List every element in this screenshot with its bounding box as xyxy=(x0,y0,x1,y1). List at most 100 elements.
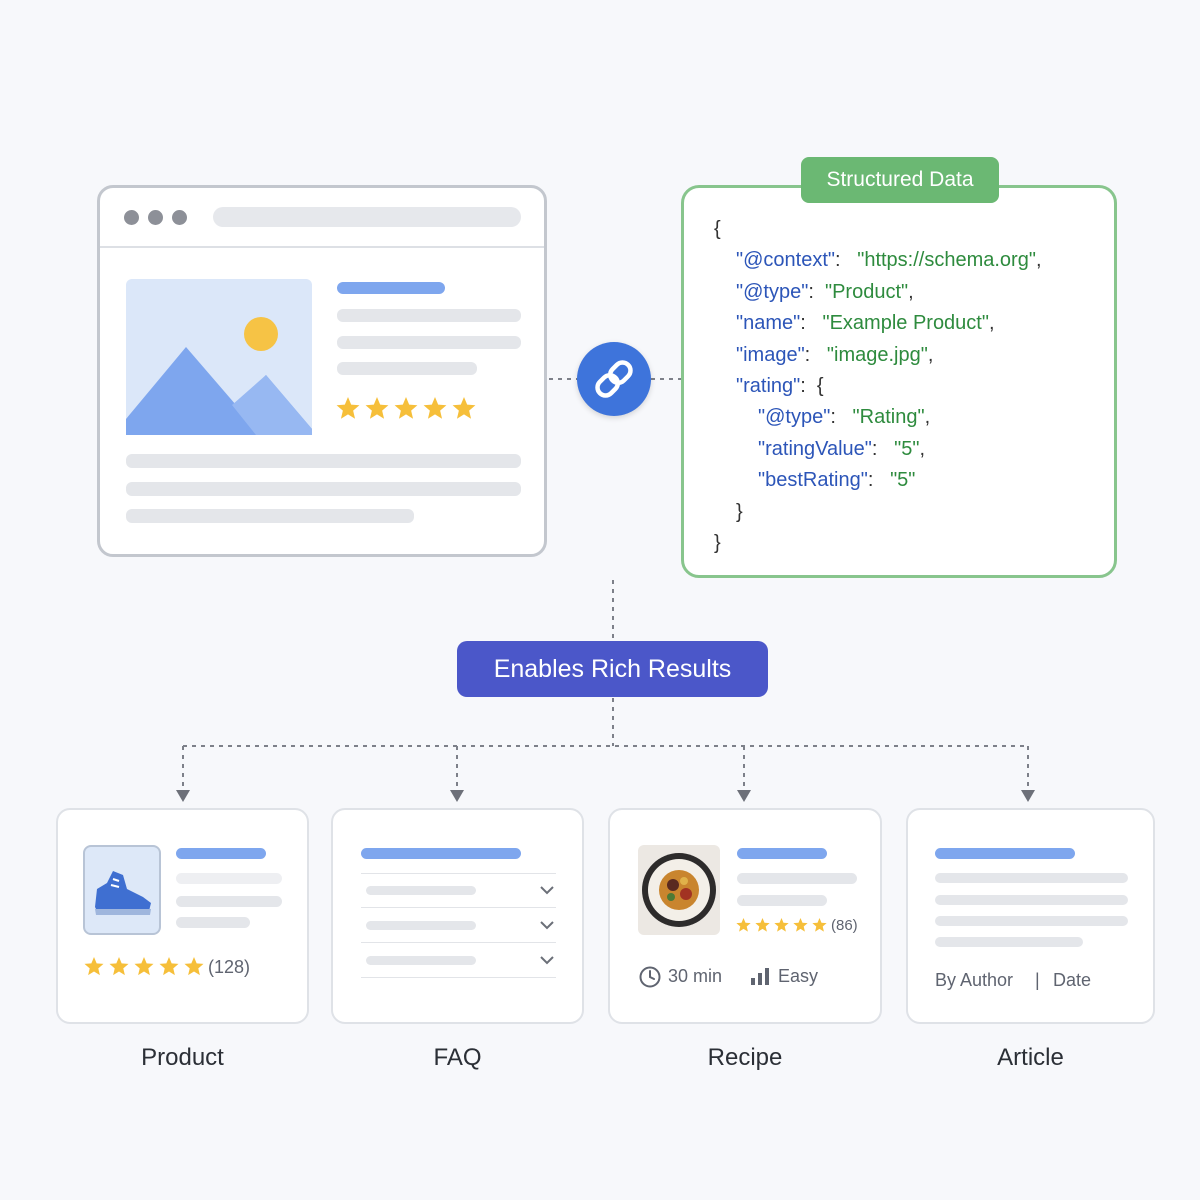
star-icon xyxy=(812,918,827,932)
code-punct: { xyxy=(714,218,721,240)
code-value: "Example Product" xyxy=(822,312,989,335)
chevron-down-icon[interactable] xyxy=(539,884,555,896)
code-key: "rating" xyxy=(736,375,801,397)
code-key: "@type" xyxy=(758,406,831,429)
text-line xyxy=(126,509,414,523)
card-label-article: Article xyxy=(997,1044,1064,1071)
star-rating xyxy=(736,918,827,932)
text-line xyxy=(337,336,521,349)
code-value: "Rating" xyxy=(852,406,925,429)
webpage-mockup xyxy=(97,185,547,557)
title-line xyxy=(337,282,445,294)
product-result-card[interactable]: (128) xyxy=(56,808,309,1024)
star-rating xyxy=(336,397,476,419)
sneaker-icon xyxy=(83,845,161,935)
code-line: } xyxy=(736,501,743,524)
text-line xyxy=(126,454,521,468)
code-punct: : xyxy=(834,249,858,272)
divider xyxy=(361,873,556,874)
arrow-article xyxy=(1021,790,1035,802)
star-icon xyxy=(394,397,418,419)
structured-data-card: {"@context": "https://schema.org","@type… xyxy=(681,185,1117,578)
text-line xyxy=(176,873,282,884)
title-line xyxy=(176,848,266,859)
difficulty-bars-icon xyxy=(751,968,769,985)
chevron-down-icon[interactable] xyxy=(539,954,555,966)
star-icon xyxy=(755,918,770,932)
code-punct: , xyxy=(924,406,931,429)
recipe-result-card[interactable]: (86) 30 min Easy xyxy=(608,808,882,1024)
link-button xyxy=(577,342,651,416)
code-line: "ratingValue": "5", xyxy=(758,438,925,461)
star-icon xyxy=(793,918,808,932)
structured-data-badge: Structured Data xyxy=(801,157,999,203)
image-placeholder-icon xyxy=(126,279,312,435)
rating-count: (86) xyxy=(831,917,858,934)
link-icon xyxy=(595,360,633,398)
clock-icon xyxy=(639,966,661,988)
code-key: "bestRating" xyxy=(758,469,868,492)
code-line: "bestRating": "5" xyxy=(758,469,915,492)
code-line: "name": "Example Product", xyxy=(736,312,995,335)
title-line xyxy=(737,848,827,859)
code-line: "image": "image.jpg", xyxy=(736,344,933,367)
card-label-faq: FAQ xyxy=(433,1044,482,1071)
divider xyxy=(361,907,556,908)
card-label-recipe: Recipe xyxy=(707,1044,783,1071)
rating-count: (128) xyxy=(208,957,251,977)
article-result-card[interactable]: By Author | Date xyxy=(906,808,1155,1024)
food-image-icon xyxy=(638,845,720,935)
star-icon xyxy=(452,397,476,419)
enables-rich-results-button[interactable]: Enables Rich Results xyxy=(457,641,768,697)
title-line xyxy=(935,848,1075,859)
star-icon xyxy=(423,397,447,419)
code-punct: : xyxy=(867,469,891,492)
recipe-difficulty: Easy xyxy=(778,966,819,986)
code-punct: } xyxy=(736,500,743,523)
star-icon xyxy=(736,918,751,932)
divider xyxy=(361,977,556,978)
title-line xyxy=(361,848,521,859)
star-rating xyxy=(84,957,204,976)
article-separator: | xyxy=(1035,970,1040,990)
address-bar xyxy=(213,207,521,227)
text-line xyxy=(176,917,250,928)
text-line xyxy=(337,362,477,375)
recipe-time: 30 min xyxy=(668,966,723,986)
text-line xyxy=(337,309,521,322)
code-key: "@type" xyxy=(736,280,809,303)
star-icon xyxy=(336,397,360,419)
code-value: "https://schema.org" xyxy=(857,249,1036,272)
code-punct: , xyxy=(908,280,914,303)
code-line: "@context": "https://schema.org", xyxy=(736,249,1042,272)
code-punct: : xyxy=(808,280,825,303)
window-dot xyxy=(124,210,139,225)
arrow-faq xyxy=(450,790,464,802)
card-label-product: Product xyxy=(141,1044,224,1071)
code-punct: : xyxy=(830,406,853,429)
code-value: "image.jpg" xyxy=(826,343,928,366)
code-key: "@context" xyxy=(736,249,835,272)
arrow-product xyxy=(176,790,190,802)
code-punct: : xyxy=(871,437,895,460)
text-line xyxy=(126,482,521,496)
text-line xyxy=(737,873,857,884)
code-line: } xyxy=(714,532,721,555)
window-dot xyxy=(148,210,163,225)
chevron-down-icon[interactable] xyxy=(539,919,555,931)
divider xyxy=(361,942,556,943)
code-punct: , xyxy=(919,437,926,460)
text-line xyxy=(935,937,1083,947)
code-punct: } xyxy=(714,532,721,554)
text-line xyxy=(737,895,827,906)
code-line: "@type": "Rating", xyxy=(758,406,930,429)
code-line: { xyxy=(714,218,721,241)
code-key: "name" xyxy=(736,312,801,335)
text-line xyxy=(935,916,1128,926)
code-punct: : xyxy=(804,343,827,366)
faq-result-card[interactable] xyxy=(331,808,584,1024)
code-value: "Product" xyxy=(824,280,909,303)
faq-question-line xyxy=(366,956,476,965)
code-punct: , xyxy=(927,343,934,366)
